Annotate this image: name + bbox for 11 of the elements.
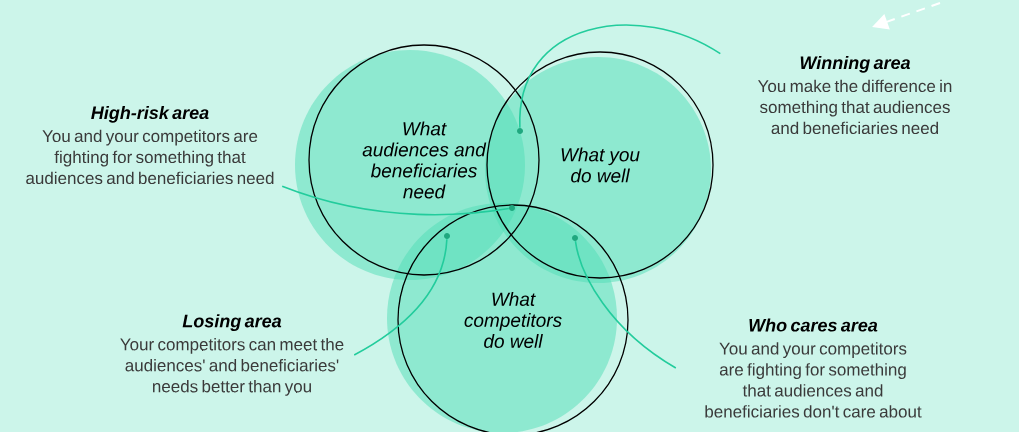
leader-line: [353, 238, 448, 356]
area-description: You and your competitors are fighting for something that audiences and beneficiaries need: [26, 129, 274, 185]
area-description: Your competitors can meet the audiences' and beneficiaries' needs better than you: [120, 337, 344, 396]
area-description: You and your competitors are fighting for something that audiences and beneficiaries don't care about: [705, 342, 922, 418]
leader-line: [519, 24, 722, 129]
area-title: Who cares area: [749, 318, 878, 332]
leader-line: [574, 240, 677, 369]
area-title: Winning area: [800, 55, 911, 73]
area-title: Losing area: [182, 314, 282, 331]
area-title: High-risk area: [91, 105, 209, 123]
area-description: You make the difference in something that audiences and beneficiaries need: [758, 79, 952, 135]
